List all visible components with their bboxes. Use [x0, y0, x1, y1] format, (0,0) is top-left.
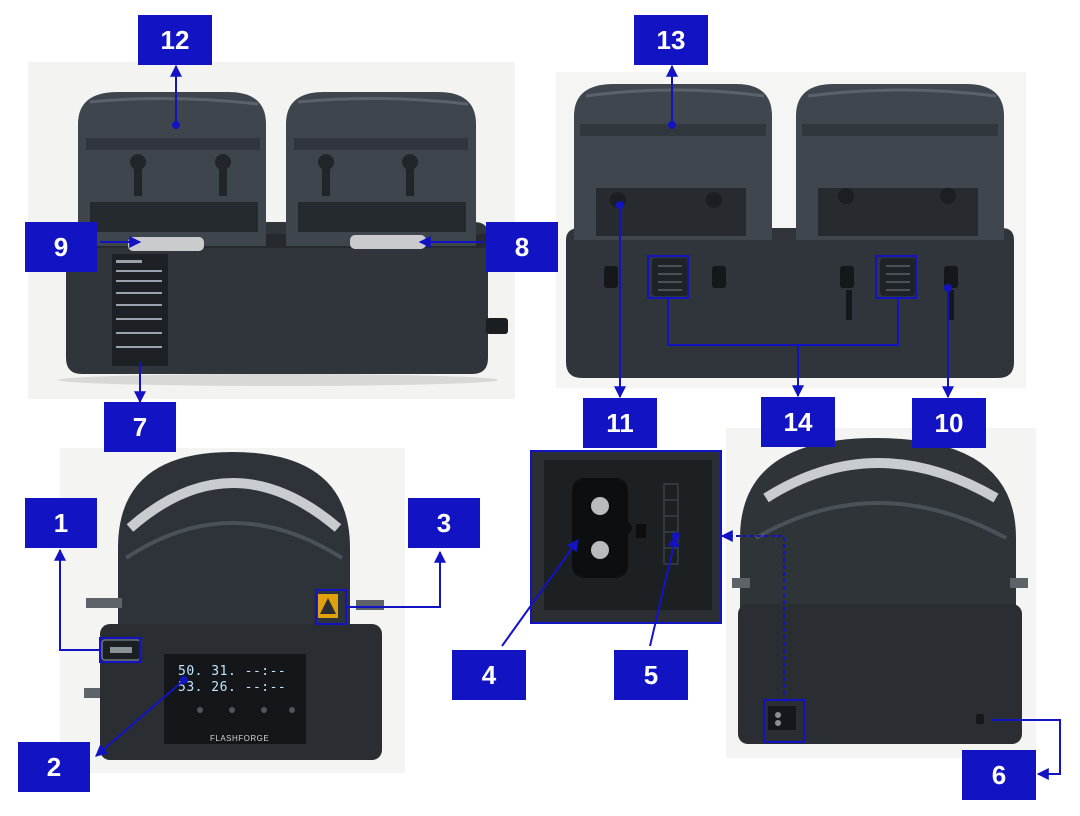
leader-socket-link [720, 530, 785, 704]
leader-4 [501, 539, 579, 647]
brand-logo: FLASHFORGE [210, 734, 270, 743]
leader-6 [992, 719, 1061, 780]
leader-5 [649, 534, 680, 647]
callout-3: 3 [408, 498, 480, 548]
leader-3 [346, 550, 446, 608]
callout-13: 13 [634, 15, 708, 65]
unit-rear-photo [726, 428, 1036, 758]
highlight-vent-left [647, 255, 689, 299]
leader-1 [54, 548, 100, 651]
unit-front-closeup-photo: 50. 31. --:-- 53. 26. --:-- FLASHFORGE [60, 448, 405, 773]
highlight-indicator [99, 637, 141, 663]
callout-5: 5 [614, 650, 688, 700]
callout-11: 11 [583, 398, 657, 448]
highlight-warning-sticker [315, 589, 347, 625]
callout-8: 8 [486, 222, 558, 272]
front-view-photo [28, 62, 515, 399]
callout-12: 12 [138, 15, 212, 65]
leader-14-bracket [667, 298, 899, 346]
callout-4: 4 [452, 650, 526, 700]
callout-10: 10 [912, 398, 986, 448]
display-row-1: 50. 31. --:-- [178, 664, 287, 679]
callout-9: 9 [25, 222, 97, 272]
highlight-power-socket [763, 699, 805, 743]
callout-14: 14 [761, 397, 835, 447]
callout-7: 7 [104, 402, 176, 452]
callout-2: 2 [18, 742, 90, 792]
callout-6: 6 [962, 750, 1036, 800]
power-socket-closeup-photo [530, 450, 722, 624]
leader-2 [95, 679, 185, 757]
callout-1: 1 [25, 498, 97, 548]
display-row-2: 53. 26. --:-- [178, 680, 287, 695]
highlight-vent-right [875, 255, 917, 299]
rear-view-photo [556, 72, 1026, 388]
